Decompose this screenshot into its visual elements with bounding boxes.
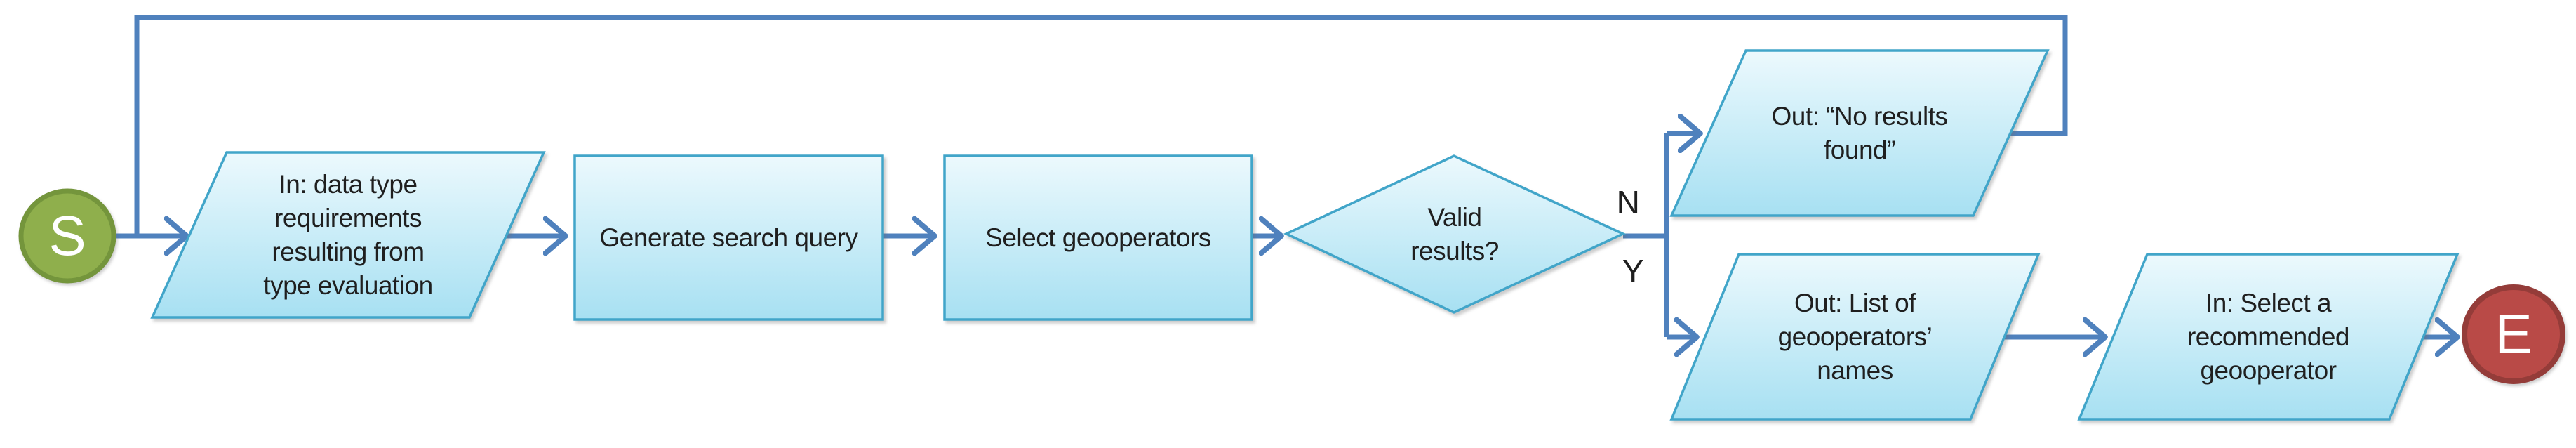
node-valid-results-shape: [1283, 154, 1627, 314]
branch-no-label: N: [1616, 184, 1640, 220]
node-input-data-type-shape: [150, 151, 546, 319]
node-out-no-results-shape: [1669, 49, 2050, 217]
node-select-recommended-label: In: Select a recommended geooperator: [2187, 288, 2350, 385]
node-start-label: S: [48, 204, 86, 267]
node-end-label: E: [2495, 303, 2532, 365]
branch-yes-label: Y: [1622, 253, 1644, 289]
node-generate-query-shape: [573, 154, 884, 321]
node-out-list-label: Out: List of geooperators’ names: [1777, 288, 1933, 385]
node-select-geooperators-label: Select geooperators: [985, 223, 1211, 252]
connector-decision-branch-trunk: [1623, 133, 1669, 337]
node-end-shape: [2462, 284, 2565, 384]
node-input-data-type-label: In: data type requirements resulting fro…: [263, 169, 433, 300]
node-out-no-results-label: Out: “No results found”: [1771, 101, 1948, 164]
connector-loop-back-to-start: [134, 15, 2068, 234]
node-out-list-shape: [1669, 253, 2041, 421]
node-start-shape: [18, 188, 116, 284]
node-select-geooperators-shape: [943, 154, 1253, 321]
node-generate-query-label: Generate search query: [599, 223, 858, 252]
node-valid-results-label: Valid results?: [1410, 202, 1499, 265]
node-select-recommended-shape: [2077, 253, 2460, 421]
